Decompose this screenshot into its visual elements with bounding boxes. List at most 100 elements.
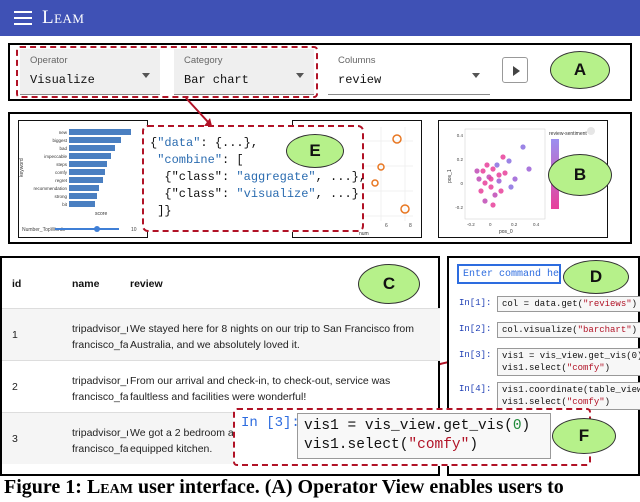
scatter-point [490, 166, 496, 172]
bar[interactable] [69, 129, 131, 135]
row-name-line1: tripadvisor_r [72, 427, 128, 439]
spec-line1-rest: : {...}, [200, 136, 259, 150]
spec-line5: ]} [157, 204, 172, 218]
scatter-point [478, 188, 484, 194]
scatter-point [496, 172, 502, 178]
row-id: 1 [12, 329, 18, 341]
caption-fig: Figure 1: [4, 476, 87, 498]
category-value: Bar chart [184, 73, 249, 87]
scatter-point [482, 198, 488, 204]
bar[interactable] [69, 193, 97, 199]
bar-label: regret [55, 178, 68, 183]
slider-max: 10 [131, 227, 137, 233]
slider-label: Number_TopWords [22, 227, 65, 233]
scatter-point [476, 176, 482, 182]
scatter-point [377, 163, 385, 171]
code-line1: vis1.coordinate(table_view) [502, 385, 640, 395]
bar-label: strong [54, 194, 67, 199]
zoom-line2c: ) [469, 437, 479, 453]
bar[interactable] [69, 169, 105, 175]
scatter-point [502, 170, 508, 176]
zoom-line2a: vis1.select( [304, 437, 409, 453]
chevron-down-icon [472, 73, 480, 78]
bar-label: new [59, 130, 68, 135]
command-input[interactable]: Enter command here [457, 264, 561, 284]
bar[interactable] [69, 161, 107, 167]
bar-label: bit [62, 202, 68, 207]
scatter-point [484, 162, 490, 168]
more-icon[interactable] [587, 127, 595, 135]
bar-chart-xlabel: score [95, 211, 107, 217]
bar[interactable] [69, 185, 99, 191]
bar[interactable] [69, 153, 111, 159]
zoom-line1a: vis1 = vis_view.get_vis( [304, 418, 513, 434]
legend-title: review-sentiment [549, 131, 587, 137]
columns-select[interactable]: Columns review [328, 49, 490, 95]
scatter-point [400, 204, 410, 214]
operator-view-panel: Operator Visualize Category Bar chart Co… [8, 43, 632, 101]
operator-select[interactable]: Operator Visualize [20, 49, 160, 95]
bar[interactable] [69, 201, 95, 207]
selection-highlight [16, 46, 318, 98]
row-id: 3 [12, 433, 18, 445]
scatter-point [508, 184, 514, 190]
row-name: tripadvisor_r francisco_fa [72, 373, 128, 405]
category-label: Category [184, 55, 223, 66]
cell-prompt: In[2]: [459, 324, 492, 334]
row-id: 2 [12, 381, 18, 393]
zoom-prompt: In [3]: [241, 415, 300, 431]
spec-line3-pre: {"class": [150, 170, 237, 184]
bar[interactable] [69, 137, 121, 143]
row-name-line1: tripadvisor_r [72, 323, 128, 335]
row-name-line1: tripadvisor_r [72, 375, 128, 387]
scatter-point [496, 178, 502, 184]
category-select[interactable]: Category Bar chart [174, 49, 314, 95]
callout-e: E [286, 134, 344, 168]
x-tick: -0.2 [467, 222, 475, 227]
bar[interactable] [69, 145, 115, 151]
y-tick: 0.4 [457, 133, 464, 138]
bar-label: biggest [52, 138, 67, 143]
zoomed-command-cell: In [3]: vis1 = vis_view.get_vis(0) vis1.… [233, 408, 591, 466]
scatter-point [488, 176, 494, 182]
y-tick: 0 [460, 181, 463, 186]
code-line2c: ) [604, 363, 611, 373]
code-arg: "barchart" [577, 325, 632, 335]
caption-rest: user interface. (A) Operator View enable… [132, 476, 564, 498]
zoom-line1c: ) [521, 418, 531, 434]
cell-code: vis1 = vis_view.get_vis(0) vis1.select("… [497, 348, 640, 376]
code-text: col = data.get( [502, 299, 584, 309]
spec-line3-post: , ...}, [315, 170, 367, 184]
code-line2a: vis1.select( [502, 363, 567, 373]
slider-handle[interactable] [94, 226, 100, 232]
col-header-name[interactable]: name [72, 278, 100, 290]
scatter-point [512, 176, 518, 182]
code-line2c: ) [604, 397, 611, 407]
run-button[interactable] [502, 57, 528, 83]
x-tick: 0.4 [533, 222, 540, 227]
col-header-review[interactable]: review [130, 278, 163, 290]
row-name-line2: francisco_fa [72, 391, 128, 403]
sentiment-xlabel: pos_0 [499, 229, 513, 235]
spec-line2-rest: : [ [222, 153, 244, 167]
scatter-point [482, 180, 488, 186]
col-header-id[interactable]: id [12, 278, 22, 290]
menu-icon[interactable] [14, 11, 32, 25]
y-tick: 0.2 [457, 157, 464, 162]
scatter-point [500, 154, 506, 160]
cell-prompt: In[4]: [459, 384, 492, 394]
bar[interactable] [69, 177, 103, 183]
code-line2b: "comfy" [566, 363, 605, 373]
code-line1: vis1 = vis_view.get_vis(0) [502, 351, 640, 361]
cell-prompt: In[1]: [459, 298, 492, 308]
code-line2b: "comfy" [566, 397, 605, 407]
code-arg: "reviews" [583, 299, 632, 309]
scatter-point [480, 168, 486, 174]
figure-caption: Figure 1: Leam user interface. (A) Opera… [4, 476, 640, 499]
sentiment-ylabel: pos_1 [447, 169, 453, 183]
scatter-xlabel: num [359, 231, 369, 237]
chevron-down-icon [142, 73, 150, 78]
